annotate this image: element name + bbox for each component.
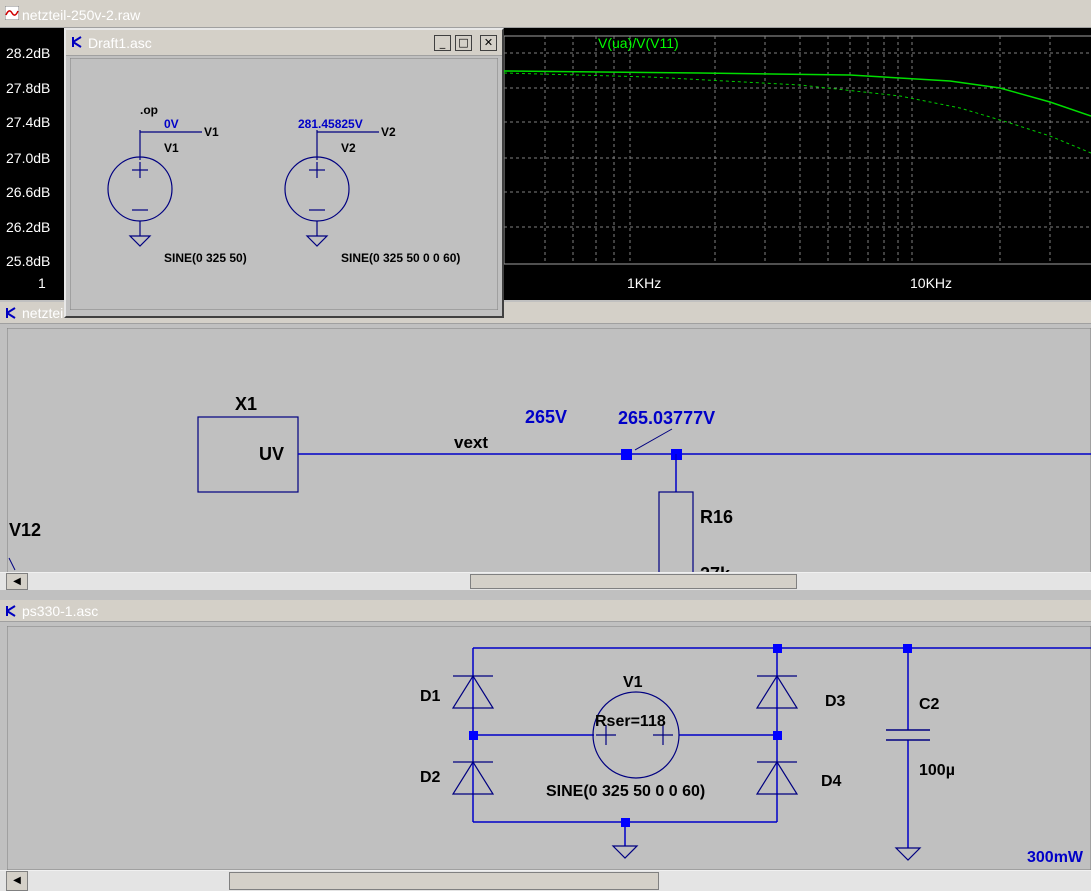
ps330-schematic-window: ps330-1.asc D1 D2 D3 D4 — [0, 600, 1091, 891]
v1-net: V1 — [204, 125, 219, 139]
y-tick-label: 27.0dB — [6, 150, 50, 166]
v12-label: V12 — [9, 520, 41, 540]
v1-value: SINE(0 325 50 0 0 60) — [546, 783, 705, 800]
draft-title: Draft1.asc — [88, 35, 152, 51]
wire-node[interactable] — [621, 818, 630, 827]
close-button[interactable]: ✕ — [480, 35, 497, 51]
capacitor-c2[interactable] — [886, 729, 930, 741]
trace-magnitude — [503, 70, 1091, 117]
ground-symbol — [128, 235, 152, 247]
uv-pin-label: UV — [259, 444, 284, 464]
maximize-button[interactable]: □ — [455, 35, 472, 51]
x-tick-label: 1KHz — [627, 275, 661, 291]
v2-name: V2 — [341, 141, 356, 155]
y-tick-label: 26.6dB — [6, 184, 50, 200]
schematic-icon — [72, 36, 82, 48]
annotation-leader — [634, 428, 673, 451]
plot-title: netzteil-250v-2.raw — [22, 7, 141, 23]
y-tick-label: 26.2dB — [6, 219, 50, 235]
x-tick-label: 10KHz — [910, 275, 952, 291]
ps330-canvas[interactable]: D1 D2 D3 D4 V1 Rser=118 SINE(0 325 50 0 … — [7, 626, 1091, 870]
wire-node[interactable] — [773, 731, 782, 740]
ps330-title: ps330-1.asc — [22, 603, 99, 619]
v1-source[interactable] — [592, 691, 680, 779]
voltage-annotation: 265V — [525, 407, 567, 427]
voltage-annotation: 265.03777V — [618, 408, 715, 428]
v1-name: V1 — [164, 141, 179, 155]
y-tick-label: 27.8dB — [6, 80, 50, 96]
scroll-left-button[interactable]: ◀ — [6, 573, 28, 590]
scroll-thumb[interactable] — [229, 872, 659, 890]
trace-phase — [503, 72, 1091, 154]
diode-d1[interactable] — [451, 674, 495, 709]
draft-window: Draft1.asc _ □ ✕ .op 0V V1 V1 SINE(0 325… — [64, 28, 504, 318]
v1-voltage: 0V — [164, 117, 179, 131]
trace-label[interactable]: V(ua)/V(V11) — [598, 35, 679, 51]
c2-value: 100µ — [919, 762, 955, 779]
ground-symbol — [611, 845, 639, 859]
x-tick-label: 1 — [38, 275, 46, 291]
ps330-titlebar[interactable]: ps330-1.asc — [0, 600, 1091, 622]
scroll-left-button[interactable]: ◀ — [6, 871, 28, 891]
draft-canvas[interactable]: .op 0V V1 V1 SINE(0 325 50) 281.45825V V… — [70, 58, 498, 310]
op-directive: .op — [140, 103, 158, 117]
wire — [8, 557, 16, 571]
wire-node[interactable] — [773, 644, 782, 653]
minimize-button[interactable]: _ — [434, 35, 451, 51]
v1-rser: Rser=118 — [595, 713, 666, 730]
v1-value: SINE(0 325 50) — [164, 251, 247, 265]
r16-label: R16 — [700, 507, 733, 527]
d1-label: D1 — [420, 688, 441, 705]
r16-resistor[interactable] — [658, 491, 694, 574]
y-tick-label: 25.8dB — [6, 253, 50, 269]
netzteil-canvas[interactable]: X1 UV vext 265V 265.03777V R16 27k V12 — [7, 328, 1091, 574]
diode-d4[interactable] — [755, 760, 799, 795]
v2-net: V2 — [381, 125, 396, 139]
schematic-icon — [6, 307, 16, 319]
scroll-thumb[interactable] — [470, 574, 797, 589]
x1-label: X1 — [235, 394, 257, 414]
waveform-icon — [5, 6, 19, 20]
diode-d2[interactable] — [451, 760, 495, 795]
netzteil-scrollbar[interactable]: ◀ — [0, 572, 1091, 590]
y-tick-label: 28.2dB — [6, 45, 50, 61]
d2-label: D2 — [420, 769, 441, 786]
v2-value: SINE(0 325 50 0 0 60) — [341, 251, 460, 265]
y-tick-label: 27.4dB — [6, 114, 50, 130]
d3-label: D3 — [825, 693, 846, 710]
draft-titlebar[interactable]: Draft1.asc _ □ ✕ — [66, 30, 502, 56]
d4-label: D4 — [821, 773, 842, 790]
netzteil-schematic-window: netzteil-250v-2.asc X1 UV vext 265V 265.… — [0, 302, 1091, 594]
plot-frame — [503, 35, 1091, 265]
wire-node[interactable] — [903, 644, 912, 653]
diode-d3[interactable] — [755, 674, 799, 709]
plot-titlebar[interactable]: netzteil-250v-2.raw — [0, 0, 1091, 28]
ground-symbol — [894, 847, 922, 861]
net-label-vext: vext — [454, 433, 488, 452]
v1-name: V1 — [623, 674, 643, 691]
power-annotation: 300mW — [1027, 849, 1084, 866]
ground-symbol — [305, 235, 329, 247]
c2-name: C2 — [919, 696, 940, 713]
ps330-scrollbar[interactable]: ◀ — [0, 870, 1091, 891]
wire-node[interactable] — [469, 731, 478, 740]
schematic-icon — [6, 605, 16, 617]
r16-value: 27k — [700, 564, 731, 574]
wire-node[interactable] — [621, 449, 632, 460]
v2-voltage: 281.45825V — [298, 117, 363, 131]
grid-lines — [504, 36, 1091, 264]
